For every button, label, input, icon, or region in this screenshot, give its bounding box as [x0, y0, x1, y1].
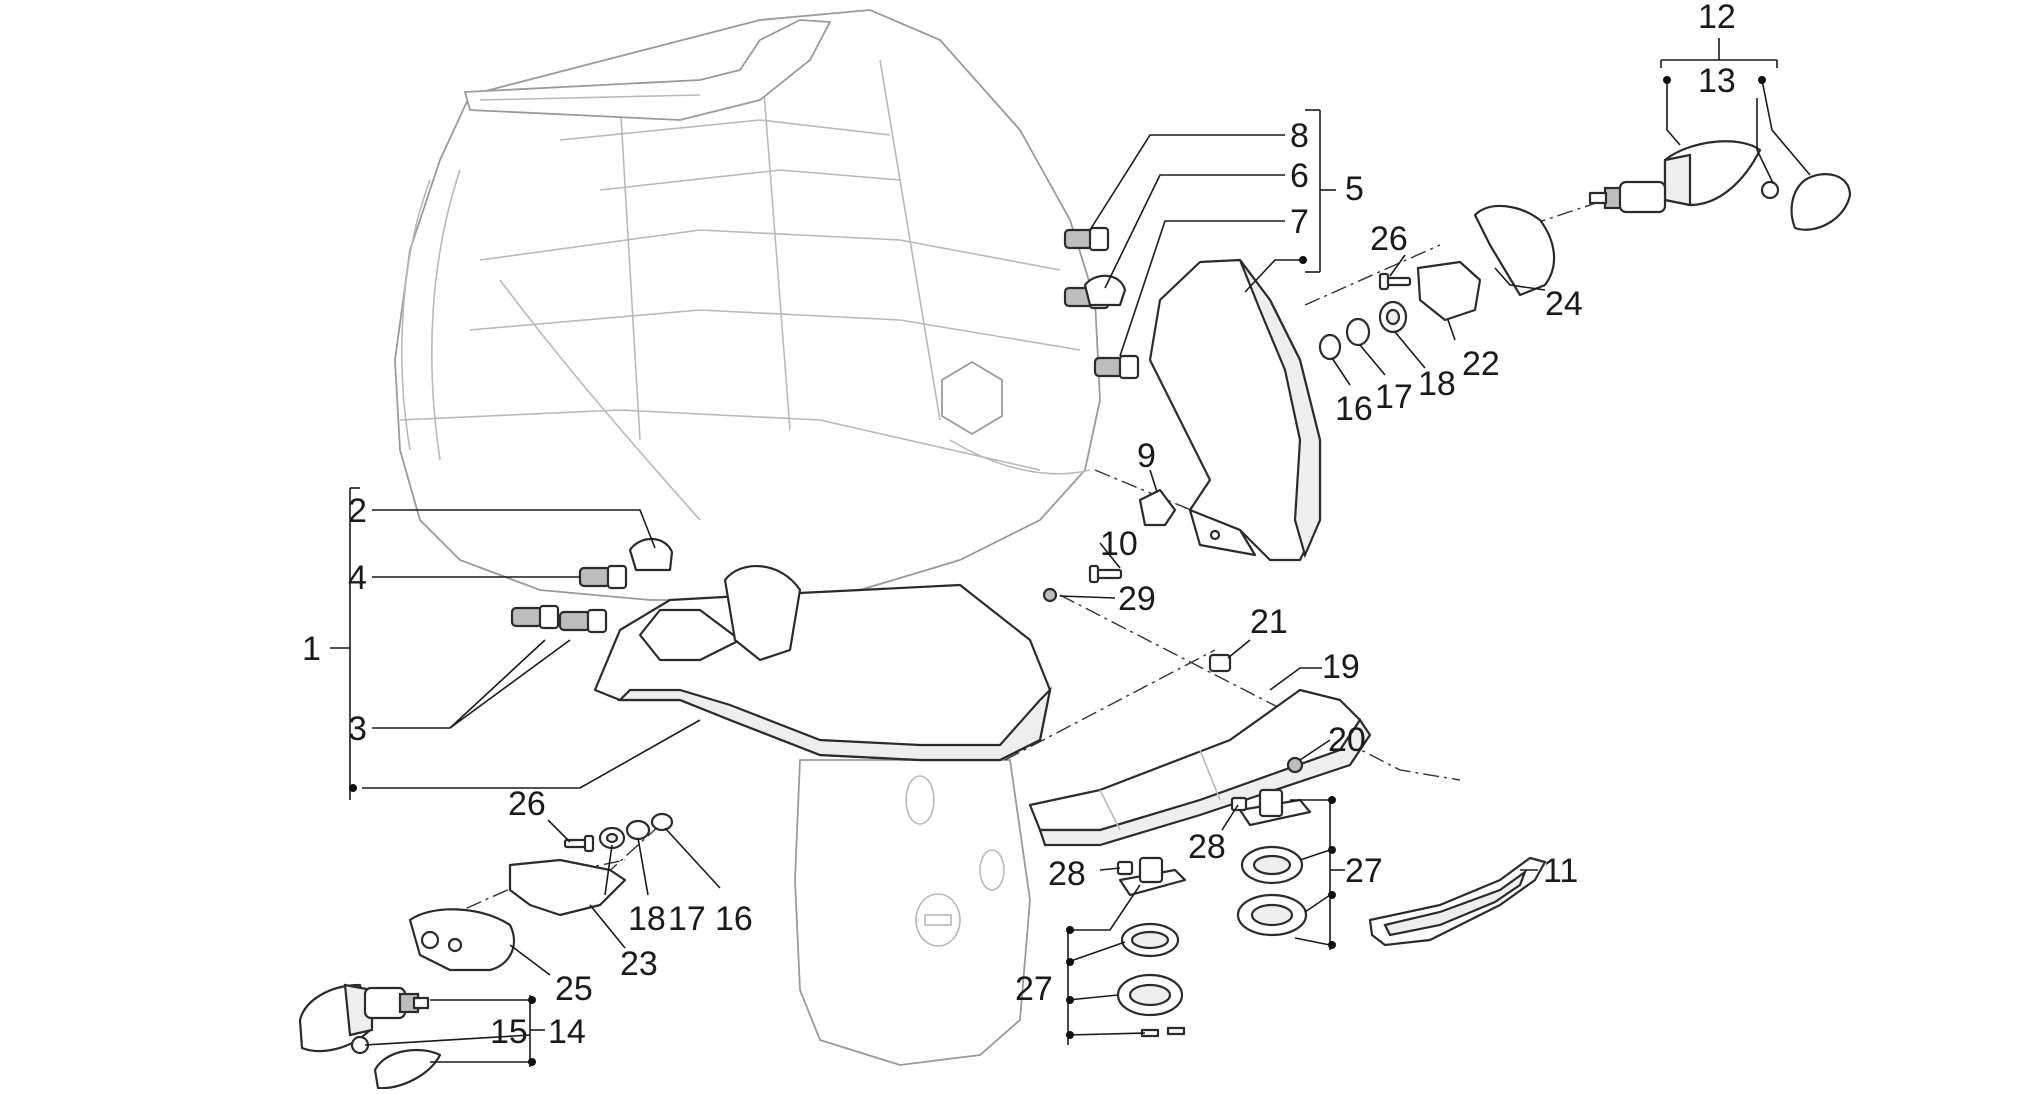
callout-27-right: 27	[1345, 852, 1383, 890]
callout-17-bottom: 17	[668, 900, 706, 938]
callout-24: 24	[1545, 285, 1583, 323]
screw-29-icon	[1042, 587, 1058, 603]
callout-6: 6	[1290, 157, 1309, 195]
clip-28-icon	[1116, 796, 1248, 876]
callout-26-bottom: 26	[508, 785, 546, 823]
callout-10: 10	[1100, 525, 1138, 563]
rear-mudguard	[794, 724, 1031, 1066]
callout-25: 25	[555, 970, 593, 1008]
right-tail-light	[1148, 258, 1322, 562]
washers-top-icon	[1318, 300, 1408, 361]
callout-23: 23	[620, 945, 658, 983]
callout-12: 12	[1698, 0, 1736, 36]
lens-13-icon	[1760, 173, 1852, 231]
callout-28-left: 28	[1048, 855, 1086, 893]
bulb-3a-icon	[558, 608, 608, 634]
callout-1: 1	[302, 630, 321, 668]
rear-body-outline	[394, 9, 1101, 601]
callout-21: 21	[1250, 603, 1288, 641]
callout-4: 4	[348, 559, 367, 597]
bracket-23-icon	[508, 858, 627, 917]
callout-18-top: 18	[1418, 365, 1456, 403]
bracket-dots	[349, 76, 1766, 1066]
right-turn-indicator	[1588, 140, 1762, 214]
callout-18-bottom: 18	[628, 900, 666, 938]
callout-14: 14	[548, 1013, 586, 1051]
bulb-4-icon	[578, 564, 628, 590]
clip-21-icon	[1208, 653, 1232, 673]
bulb-8-icon	[1063, 226, 1110, 252]
callout-27-left: 27	[1015, 970, 1053, 1008]
clip-9-icon	[1138, 488, 1177, 527]
leader-lines	[330, 38, 1811, 1067]
lens-15-icon	[350, 1035, 442, 1090]
left-tail-light	[593, 564, 1052, 762]
plate-light-center	[1116, 856, 1187, 1038]
bulb-6-icon	[1063, 274, 1127, 310]
screw-20-icon	[1286, 756, 1304, 774]
bulb-2-icon	[628, 537, 674, 572]
callout-26-top: 26	[1370, 220, 1408, 258]
callout-22: 22	[1462, 345, 1500, 383]
callout-2: 2	[348, 492, 367, 530]
callout-29: 29	[1118, 580, 1156, 618]
callout-9: 9	[1137, 437, 1156, 475]
plate-light-right	[1236, 788, 1312, 937]
bulb-7-icon	[1093, 354, 1140, 380]
washers-bottom-icon	[598, 812, 674, 850]
callout-labels: 1 2 3 4 5 6 7 8 9 10 11 12 13 14 15 16 1…	[302, 0, 1736, 1051]
rear-fairing-19	[1028, 688, 1372, 847]
callout-16-top: 16	[1335, 390, 1373, 428]
left-turn-indicator	[298, 983, 430, 1052]
callout-8: 8	[1290, 117, 1309, 155]
bracket-22-icon	[1416, 260, 1482, 322]
callout-11: 11	[1543, 852, 1578, 890]
screw-26-top-icon	[1378, 272, 1412, 291]
callout-20: 20	[1328, 721, 1366, 759]
callout-13: 13	[1698, 62, 1736, 100]
bracket-25-icon	[408, 908, 515, 972]
callout-16-bottom: 16	[715, 900, 753, 938]
callout-17-top: 17	[1375, 378, 1413, 416]
callout-19: 19	[1322, 648, 1360, 686]
screw-26-bottom-icon	[563, 834, 595, 853]
screw-10-icon	[1088, 564, 1123, 584]
callout-15: 15	[490, 1013, 528, 1051]
callout-3: 3	[348, 710, 367, 748]
bracket-24-icon	[1473, 204, 1556, 297]
bulb-3b-icon	[510, 604, 560, 630]
callout-5: 5	[1345, 170, 1364, 208]
callout-7: 7	[1290, 203, 1309, 241]
rear-reflector-11	[1368, 856, 1547, 947]
callout-28-right: 28	[1188, 828, 1226, 866]
